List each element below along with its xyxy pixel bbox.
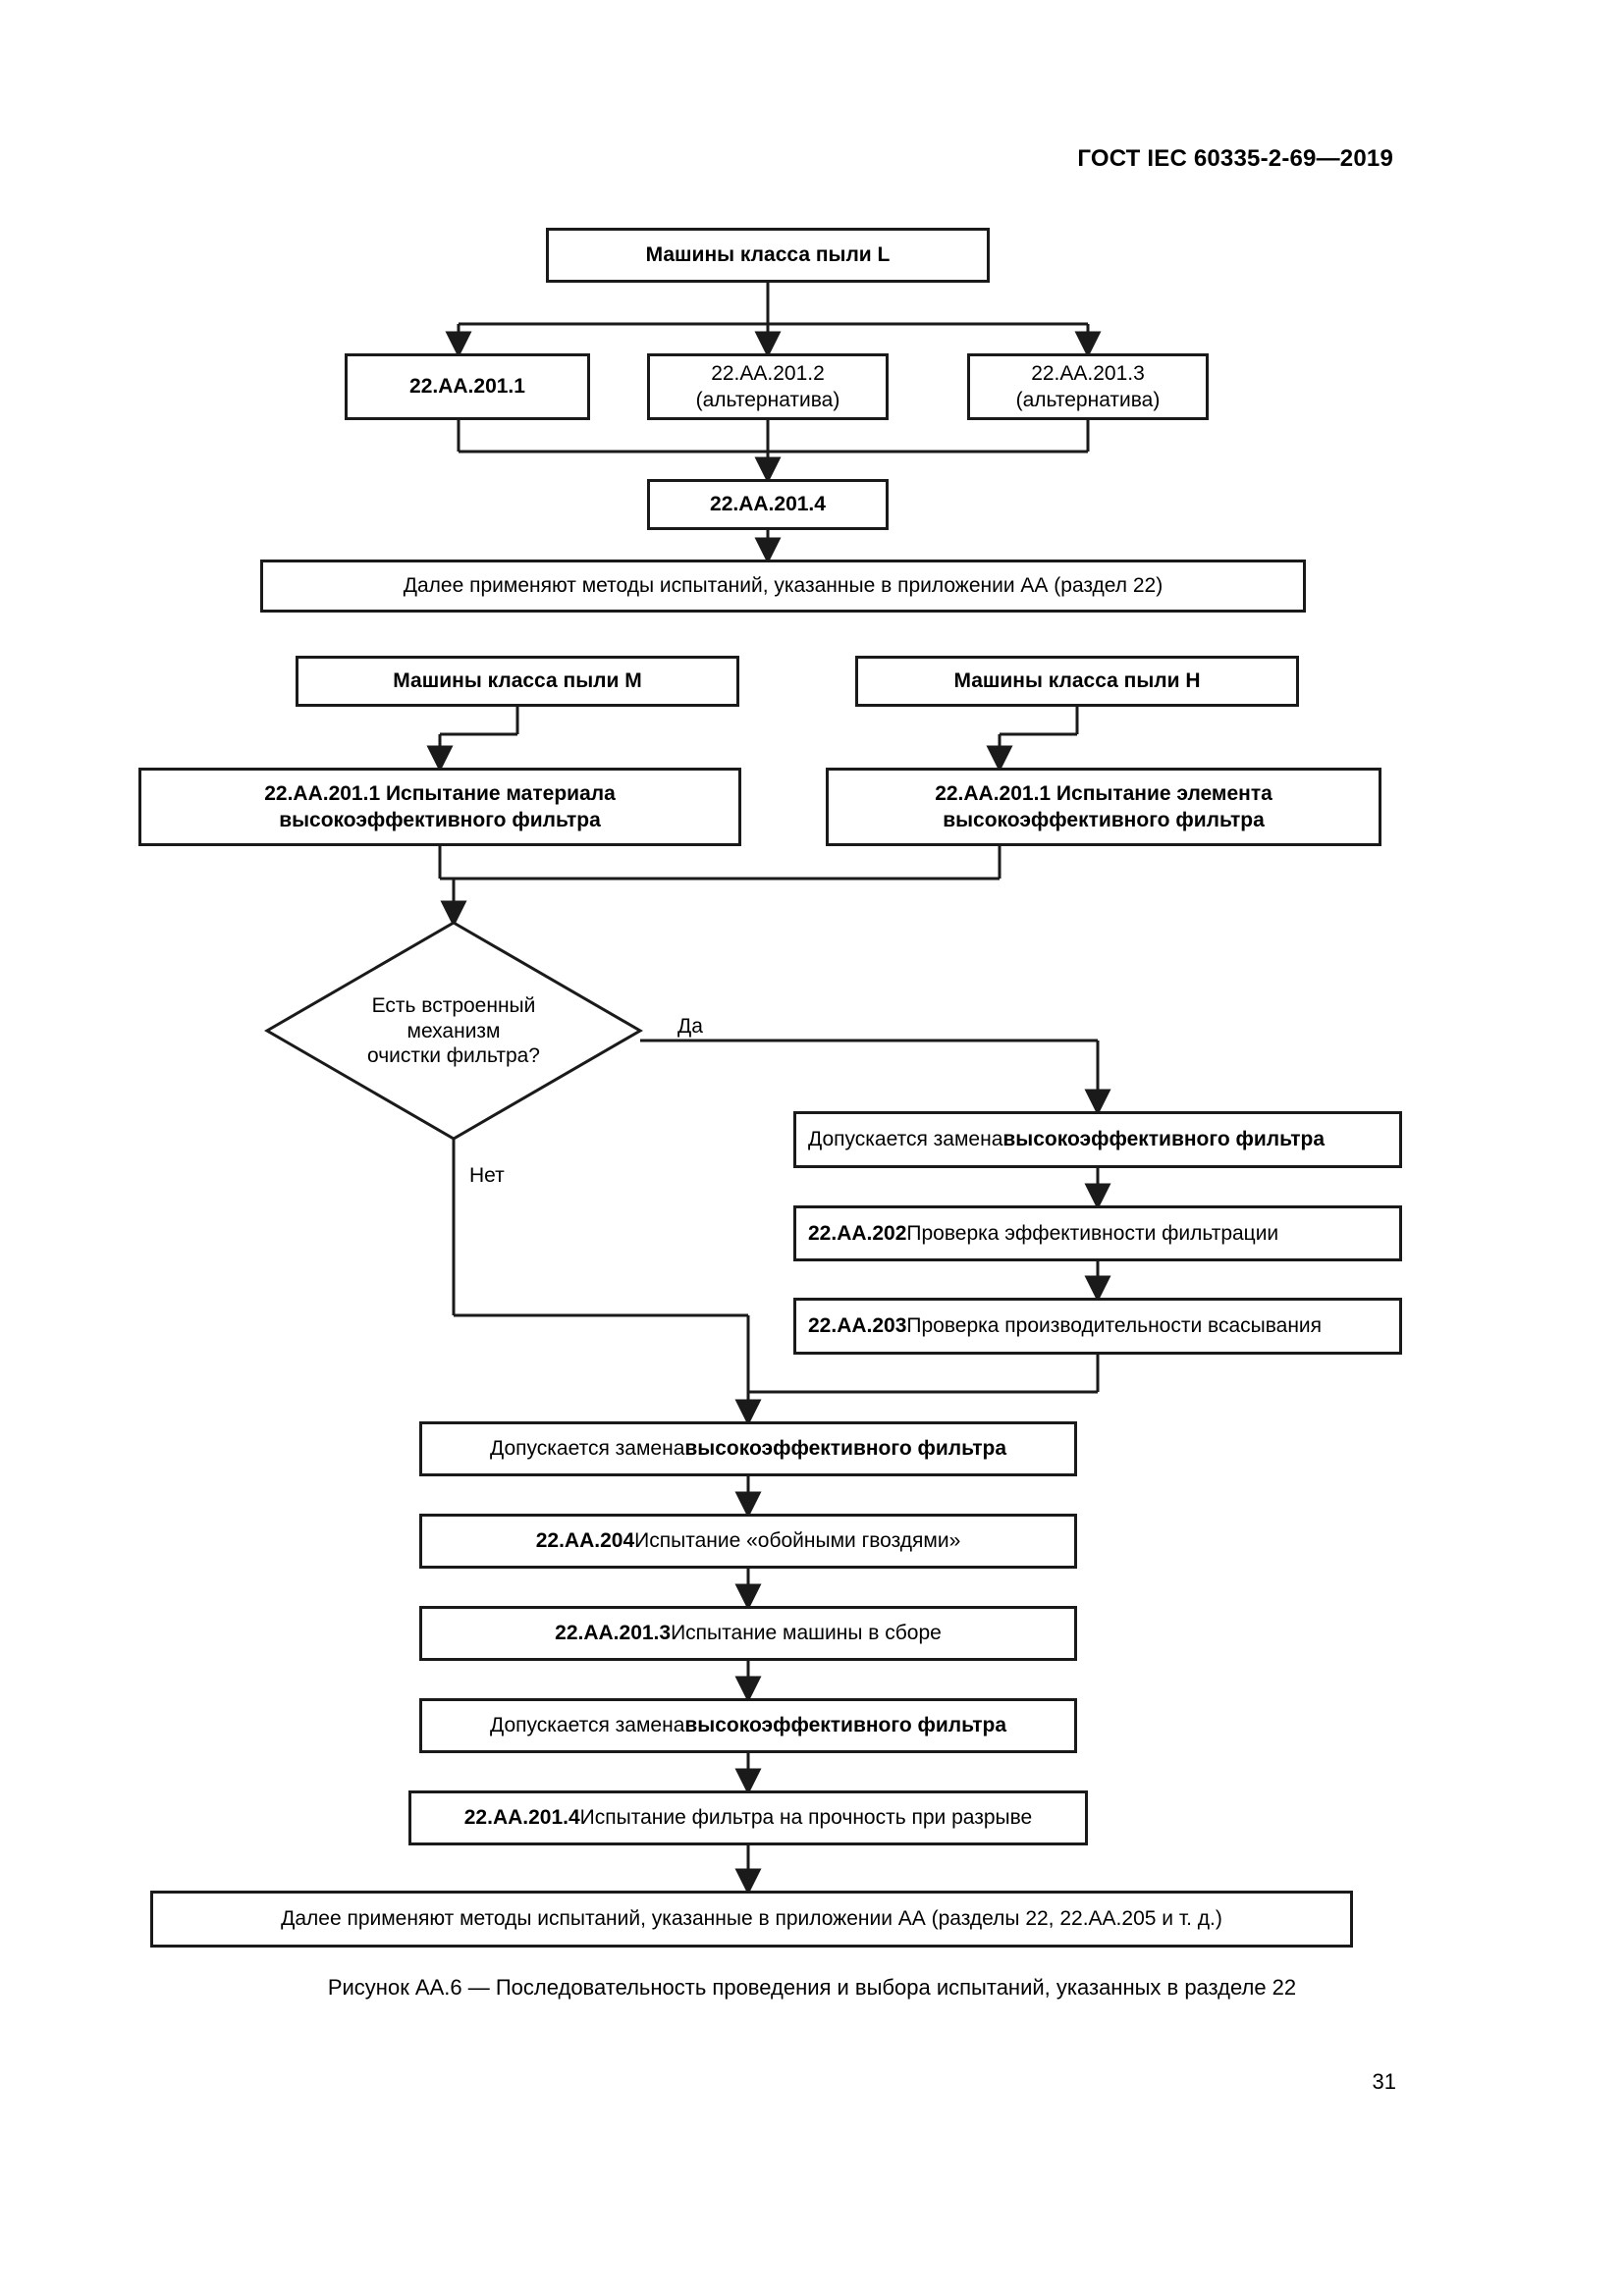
node-replace-1-prefix: Допускается замена — [808, 1128, 1003, 1151]
node-test-material: 22.AA.201.1 Испытание материала высокоэф… — [138, 768, 741, 846]
decision-label-line3: очистки фильтра? — [367, 1044, 540, 1068]
node-aa-201-3-assembly: 22.AA.201.3 Испытание машины в сборе — [419, 1606, 1077, 1661]
node-aa-201-3-line1: 22.AA.201.3 — [1031, 361, 1145, 385]
node-replace-2-prefix: Допускается замена — [490, 1437, 685, 1461]
node-replace-3: Допускается замена высокоэффективного фи… — [419, 1698, 1077, 1753]
decision-diamond — [264, 921, 643, 1141]
decision-label: Есть встроенный механизм очистки фильтра… — [267, 993, 640, 1069]
node-replace-2-emphasis: высокоэффективного фильтра — [684, 1437, 1006, 1461]
node-class-h: Машины класса пыли H — [855, 656, 1299, 707]
figure-caption: Рисунок АА.6 — Последовательность провед… — [327, 1975, 1297, 2000]
node-replace-3-emphasis: высокоэффективного фильтра — [684, 1714, 1006, 1737]
node-aa-201-4-burst-code: 22.AA.201.4 — [463, 1806, 580, 1830]
node-aa-201-3-line2: (альтернатива) — [1015, 389, 1161, 411]
node-test-material-line1: 22.AA.201.1 Испытание материала — [264, 781, 616, 805]
node-aa-204-code: 22.AA.204 — [535, 1529, 635, 1553]
node-class-l: Машины класса пыли L — [546, 228, 990, 283]
node-test-element: 22.AA.201.1 Испытание элемента высокоэфф… — [826, 768, 1381, 846]
node-aa-201-4: 22.AA.201.4 — [647, 479, 889, 530]
edge-label-yes: Да — [677, 1015, 703, 1038]
decision-label-line2: механизм — [406, 1019, 501, 1042]
node-aa-203: 22.AA.203 Проверка производительности вс… — [793, 1298, 1402, 1355]
node-aa-201-3-assembly-text: Испытание машины в сборе — [671, 1622, 942, 1645]
node-replace-3-prefix: Допускается замена — [490, 1714, 685, 1737]
node-aa-201-4-burst-text: Испытание фильтра на прочность при разры… — [579, 1806, 1033, 1830]
node-aa-204-text: Испытание «обойными гвоздями» — [634, 1529, 961, 1553]
node-aa-201-3-assembly-code: 22.AA.201.3 — [555, 1622, 672, 1645]
node-methods-2: Далее применяют методы испытаний, указан… — [150, 1891, 1353, 1948]
node-test-material-line2: высокоэффективного фильтра — [279, 809, 601, 831]
node-aa-201-4-burst: 22.AA.201.4 Испытание фильтра на прочнос… — [408, 1790, 1088, 1845]
node-test-element-line2: высокоэффективного фильтра — [943, 809, 1265, 831]
page-number: 31 — [1372, 2069, 1396, 2094]
node-aa-201-2-line1: 22.AA.201.2 — [711, 361, 825, 385]
node-aa-202-code: 22.AA.202 — [808, 1221, 907, 1245]
node-aa-203-code: 22.AA.203 — [808, 1314, 907, 1338]
node-aa-201-3: 22.AA.201.3 (альтернатива) — [967, 353, 1209, 420]
node-class-m: Машины класса пыли M — [296, 656, 739, 707]
decision-label-line1: Есть встроенный — [371, 994, 536, 1017]
node-aa-204: 22.AA.204 Испытание «обойными гвоздями» — [419, 1514, 1077, 1569]
node-replace-2: Допускается замена высокоэффективного фи… — [419, 1421, 1077, 1476]
node-aa-201-2-line2: (альтернатива) — [695, 389, 840, 411]
node-aa-201-2: 22.AA.201.2 (альтернатива) — [647, 353, 889, 420]
edge-label-no: Нет — [469, 1164, 505, 1187]
node-aa-203-text: Проверка производительности всасывания — [906, 1314, 1323, 1338]
node-test-element-line1: 22.AA.201.1 Испытание элемента — [935, 781, 1272, 805]
node-replace-1: Допускается замена высокоэффективного фи… — [793, 1111, 1402, 1168]
node-methods-1: Далее применяют методы испытаний, указан… — [260, 560, 1306, 613]
node-aa-202-text: Проверка эффективности фильтрации — [906, 1221, 1279, 1245]
node-aa-201-1: 22.AA.201.1 — [345, 353, 590, 420]
node-aa-202: 22.AA.202 Проверка эффективности фильтра… — [793, 1205, 1402, 1261]
node-replace-1-emphasis: высокоэффективного фильтра — [1002, 1128, 1325, 1151]
document-header: ГОСТ IEC 60335-2-69—2019 — [1077, 145, 1393, 172]
